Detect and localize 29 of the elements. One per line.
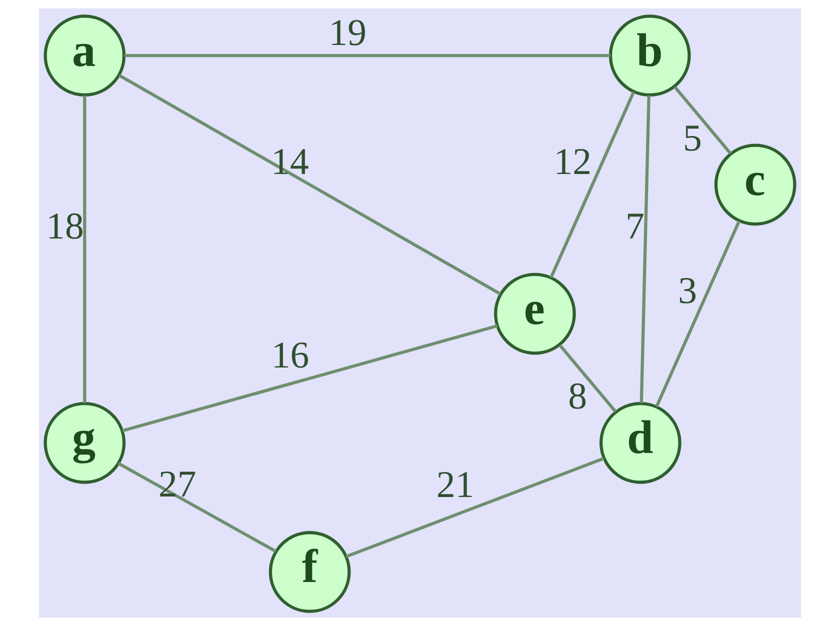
connector [550, 91, 636, 278]
edge-label: 7 [625, 206, 644, 248]
connector [122, 324, 498, 432]
connector [124, 54, 610, 58]
connector [674, 86, 732, 154]
node-circle: d [599, 402, 682, 484]
connector [640, 96, 650, 404]
edge-label: 8 [568, 376, 587, 418]
node-circle: a [44, 14, 126, 97]
connector [83, 96, 86, 404]
edge-label: 27 [158, 464, 196, 506]
node-circle: b [608, 14, 691, 97]
node-circle: c [714, 144, 796, 226]
connector [346, 456, 604, 558]
edge-label: 3 [678, 270, 698, 312]
edge-label: 16 [271, 334, 310, 377]
connector [118, 74, 502, 296]
edge-label: 21 [436, 464, 474, 506]
edge-label: 14 [271, 140, 309, 183]
node-circle: f [268, 531, 351, 613]
connector [655, 220, 741, 408]
edge-label: 12 [554, 141, 592, 184]
node-circle: e [494, 272, 576, 355]
connector [118, 462, 277, 553]
connector [558, 344, 617, 413]
node-circle: g [44, 402, 126, 484]
edge-label: 5 [683, 117, 702, 160]
edge-label: 18 [46, 206, 84, 248]
edge-label: 19 [328, 12, 367, 54]
